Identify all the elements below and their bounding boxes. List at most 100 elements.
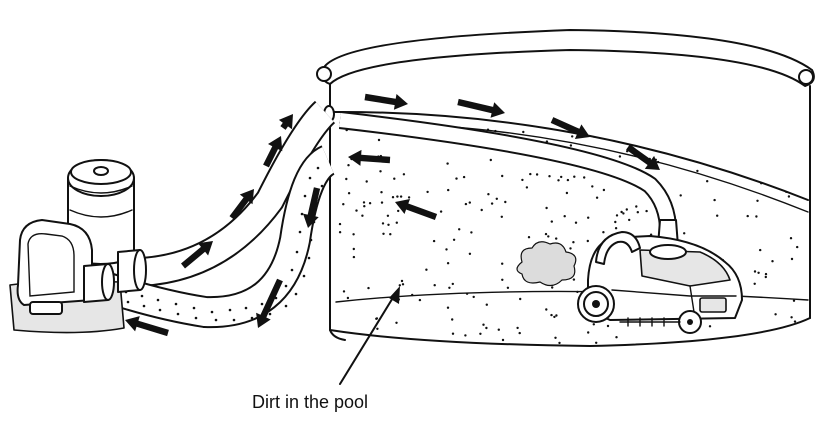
dirt-dot bbox=[402, 173, 406, 176]
dirt-cloud bbox=[516, 241, 577, 287]
dirt-dot bbox=[362, 201, 366, 204]
dirt-dot bbox=[380, 191, 383, 194]
dirt-dot bbox=[380, 201, 384, 204]
dirt-dot bbox=[571, 135, 574, 138]
dirt-dot bbox=[753, 270, 757, 273]
dirt-dot bbox=[363, 205, 366, 208]
dirt-dot bbox=[602, 231, 605, 234]
flow-arrow bbox=[348, 149, 391, 166]
dirt-dot bbox=[433, 284, 436, 287]
dirt-dot bbox=[464, 334, 467, 337]
dirt-dot bbox=[379, 170, 382, 173]
dirt-dot bbox=[796, 245, 799, 249]
dirt-dot bbox=[393, 177, 396, 180]
flow-arrow bbox=[395, 199, 438, 220]
dirt-dot bbox=[558, 341, 561, 345]
dirt-dot bbox=[391, 196, 395, 199]
robot-vent bbox=[699, 297, 727, 313]
dirt-dot bbox=[565, 191, 569, 195]
dirt-dot bbox=[592, 323, 595, 326]
dirt-dot bbox=[679, 194, 682, 197]
dirt-dot bbox=[557, 179, 560, 182]
dirt-dot bbox=[729, 163, 732, 166]
dirt-dot bbox=[595, 196, 599, 199]
dirt-dot bbox=[338, 231, 342, 234]
dirt-dot bbox=[347, 164, 350, 167]
dirt-dot bbox=[742, 336, 745, 340]
dirt-dot bbox=[367, 286, 370, 290]
hose-dirt-dot bbox=[298, 230, 302, 234]
hose-dirt-dot bbox=[214, 318, 218, 322]
dirt-dot bbox=[785, 124, 788, 127]
hose-dirt-dot bbox=[194, 316, 198, 320]
hose-dirt-dot bbox=[156, 298, 160, 302]
hose-dirt-dot bbox=[302, 274, 306, 278]
dirt-dot bbox=[555, 237, 558, 240]
dirt-dot bbox=[563, 215, 566, 218]
dirt-dot bbox=[792, 299, 796, 302]
dirt-dot bbox=[485, 303, 488, 306]
dirt-dot bbox=[375, 317, 378, 320]
dirt-dot bbox=[583, 176, 586, 179]
dirt-dot bbox=[480, 208, 483, 212]
flow-arrow bbox=[457, 98, 505, 118]
dirt-dot bbox=[713, 198, 716, 202]
dirt-dot bbox=[599, 129, 602, 132]
dirt-dot bbox=[489, 158, 492, 162]
dirt-dot bbox=[753, 282, 756, 285]
hose-dirt-dot bbox=[307, 256, 311, 260]
dirt-dot bbox=[501, 278, 504, 281]
dirt-dot bbox=[625, 208, 628, 211]
hose-dirt-dot bbox=[284, 284, 288, 288]
hose-dirt-dot bbox=[140, 294, 144, 298]
hose-dirt-dot bbox=[284, 304, 288, 308]
dirt-dot bbox=[761, 146, 765, 150]
flow-arrow bbox=[303, 187, 321, 228]
hose-dirt-dot bbox=[268, 312, 272, 316]
flow-arrow bbox=[256, 278, 283, 328]
dirt-dot bbox=[789, 237, 793, 240]
dirt-dot bbox=[746, 214, 749, 218]
dirt-dot bbox=[573, 175, 576, 178]
dirt-dot bbox=[544, 232, 548, 236]
dirt-dot bbox=[576, 290, 579, 294]
hose-dirt-dot bbox=[309, 238, 313, 242]
robot-front-wheel bbox=[678, 310, 702, 334]
dirt-dot bbox=[487, 193, 490, 196]
robot-handle bbox=[595, 231, 641, 265]
dirt-dot bbox=[645, 209, 648, 213]
dirt-dot bbox=[553, 315, 556, 319]
dirt-dot bbox=[490, 202, 494, 205]
dirt-dot bbox=[401, 283, 405, 286]
flow-arrow bbox=[263, 136, 283, 168]
dirt-dot bbox=[468, 201, 471, 204]
hose-dirt-dot bbox=[176, 312, 180, 316]
dirt-dot bbox=[706, 180, 709, 183]
dirt-dot bbox=[790, 257, 794, 261]
filter-pump bbox=[9, 159, 147, 334]
suction-hose bbox=[103, 145, 337, 329]
dirt-dot bbox=[352, 247, 355, 251]
dirt-dot bbox=[735, 155, 738, 159]
dirt-dot bbox=[398, 284, 401, 287]
hose-dirt-dot bbox=[244, 306, 248, 310]
dirt-dot bbox=[710, 153, 713, 157]
dirt-dot bbox=[547, 235, 550, 238]
dirt-dot bbox=[395, 221, 398, 224]
hose-dirt-dot bbox=[192, 306, 196, 310]
dirt-dot bbox=[771, 260, 774, 263]
hose-dirt-dot bbox=[126, 300, 130, 304]
dirt-dot bbox=[734, 144, 737, 147]
dirt-dot bbox=[432, 239, 436, 243]
dirt-dot bbox=[396, 195, 399, 198]
pump-motor-face bbox=[27, 233, 75, 297]
hose-dirt-dot bbox=[295, 250, 299, 254]
dirt-dot bbox=[615, 214, 619, 217]
hose-dirt-dot bbox=[232, 318, 236, 322]
dirt-dot bbox=[446, 162, 449, 165]
dirt-dot bbox=[342, 203, 345, 206]
callout-leader bbox=[339, 286, 400, 385]
robot-rear-wheel bbox=[577, 285, 615, 323]
dirt-dot bbox=[361, 214, 364, 217]
dirt-dot bbox=[790, 316, 793, 319]
